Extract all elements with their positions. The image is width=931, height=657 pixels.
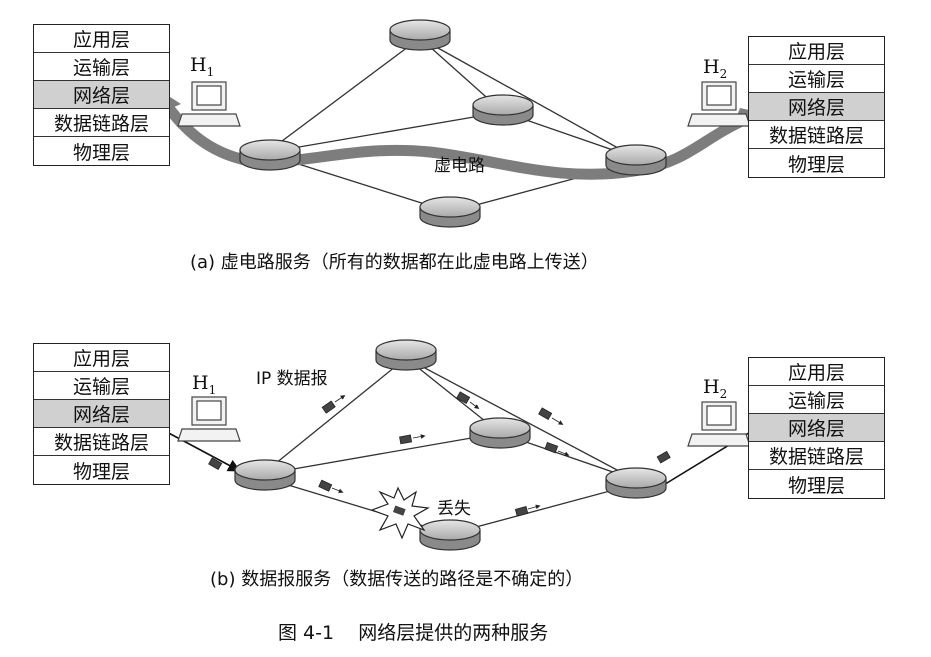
layer-network: 网络层 (749, 414, 884, 442)
router-a-bottom (419, 196, 481, 228)
layer-transport: 运输层 (34, 372, 169, 400)
layer-physical: 物理层 (787, 474, 845, 497)
packet-icon (399, 434, 426, 445)
computer-icon (687, 401, 751, 447)
virtual-circuit-path (157, 94, 754, 180)
caption-b: (b) 数据报服务（数据传送的路径是不确定的） (210, 569, 584, 590)
packet-icon (538, 407, 564, 425)
datagram-packets (208, 391, 671, 517)
router-a-middle (472, 94, 534, 126)
protocol-stack-b-left: 应用层 运输层 网络层 数据链路层 物理层 (33, 343, 170, 485)
packet-icon (208, 457, 223, 471)
router-a-left (239, 139, 301, 171)
panel-a-links (269, 37, 637, 213)
layer-physical: 物理层 (72, 460, 130, 483)
lost-packet-burst-icon (370, 486, 430, 540)
layer-datalink: 数据链路层 (34, 109, 169, 137)
lost-label: 丢失 (437, 499, 471, 519)
layer-network: 网络层 (34, 81, 169, 109)
packet-icon (544, 441, 570, 457)
layer-datalink: 数据链路层 (749, 442, 884, 470)
layer-network: 网络层 (749, 93, 884, 121)
layer-transport: 运输层 (749, 386, 884, 414)
host-h2-label: H2 (703, 376, 728, 401)
layer-datalink: 数据链路层 (34, 428, 169, 456)
host-h2-label: H2 (703, 56, 728, 81)
layer-physical: 物理层 (72, 141, 130, 164)
router-b-right (605, 467, 667, 499)
packet-icon (318, 479, 344, 494)
protocol-stack-b-right: 应用层 运输层 网络层 数据链路层 物理层 (748, 357, 885, 499)
router-b-middle (469, 417, 531, 449)
host-h1-label: H1 (192, 372, 217, 397)
layer-transport: 运输层 (749, 65, 884, 93)
protocol-stack-a-right: 应用层 运输层 网络层 数据链路层 物理层 (748, 36, 885, 178)
layer-application: 应用层 (749, 358, 884, 386)
caption-a: (a) 虚电路服务（所有的数据都在此虚电路上传送） (190, 252, 599, 273)
computer-icon (177, 396, 241, 442)
routers (234, 19, 667, 551)
layer-datalink: 数据链路层 (749, 121, 884, 149)
layer-application: 应用层 (34, 344, 169, 372)
protocol-stack-a-left: 应用层 运输层 网络层 数据链路层 物理层 (33, 24, 170, 166)
computer-icon (177, 81, 241, 127)
virtual-circuit-label: 虚电路 (434, 156, 485, 176)
router-b-top (375, 339, 437, 371)
packet-icon (514, 504, 541, 517)
layer-physical: 物理层 (787, 153, 845, 176)
layer-network: 网络层 (34, 400, 169, 428)
router-b-bottom (419, 519, 481, 551)
host-h1-label: H1 (190, 54, 215, 79)
router-a-right (605, 144, 667, 176)
ip-datagram-label: IP 数据报 (256, 369, 328, 389)
packet-icon (656, 450, 671, 464)
layer-application: 应用层 (34, 25, 169, 53)
h1-to-router-arrow (162, 429, 241, 472)
layer-application: 应用层 (749, 37, 884, 65)
computer-icon (687, 81, 751, 127)
router-b-left (234, 459, 296, 491)
figure-caption: 图 4-1 网络层提供的两种服务 (278, 622, 549, 644)
layer-transport: 运输层 (34, 53, 169, 81)
packet-icon (456, 391, 480, 409)
packet-icon (321, 395, 346, 414)
router-a-top (389, 19, 451, 51)
